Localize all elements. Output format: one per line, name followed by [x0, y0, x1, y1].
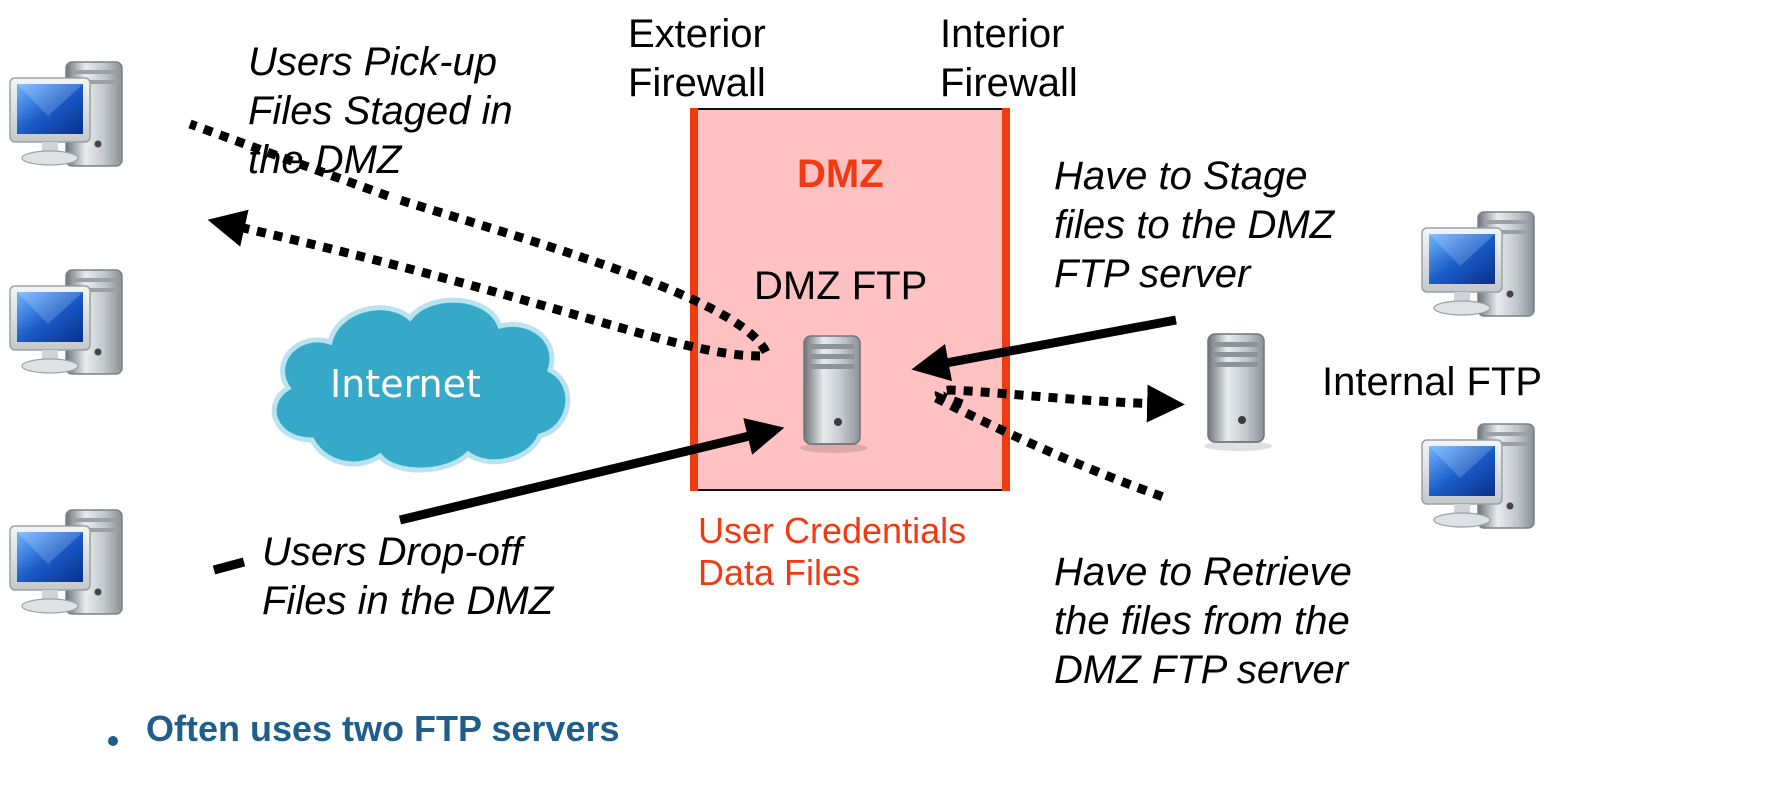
pickup-annotation: Users Pick-up Files Staged in the DMZ [248, 40, 513, 182]
desktop-computer-icon [9, 61, 123, 167]
server-tower-icon [799, 335, 869, 454]
exterior-firewall-label: Exterior Firewall [628, 12, 766, 105]
server-tower-icon [1203, 333, 1273, 452]
bullet-dot [108, 736, 118, 746]
desktop-computer-icon [9, 269, 123, 375]
dmz-ftp-label: DMZ FTP [754, 264, 928, 308]
desktop-computer-icon [9, 509, 123, 615]
internet-label: Internet [330, 362, 481, 406]
cloud-icon [271, 297, 571, 473]
dmz-contents: User Credentials Data Files [698, 510, 967, 594]
bullet-text: Often uses two FTP servers [146, 708, 620, 749]
internal-ftp-label: Internal FTP [1322, 360, 1543, 404]
retrieve-annotation: Have to Retrieve the files from the DMZ … [1054, 550, 1352, 692]
dropoff-annotation: Users Drop-off Files in the DMZ [262, 530, 554, 623]
interior-firewall-line [1002, 108, 1010, 491]
desktop-computer-icon [1421, 211, 1535, 317]
interior-firewall-label: Interior Firewall [940, 12, 1078, 105]
dmz-title: DMZ [797, 152, 884, 196]
stage-annotation: Have to Stage files to the DMZ FTP serve… [1054, 154, 1335, 296]
desktop-computer-icon [1421, 423, 1535, 529]
